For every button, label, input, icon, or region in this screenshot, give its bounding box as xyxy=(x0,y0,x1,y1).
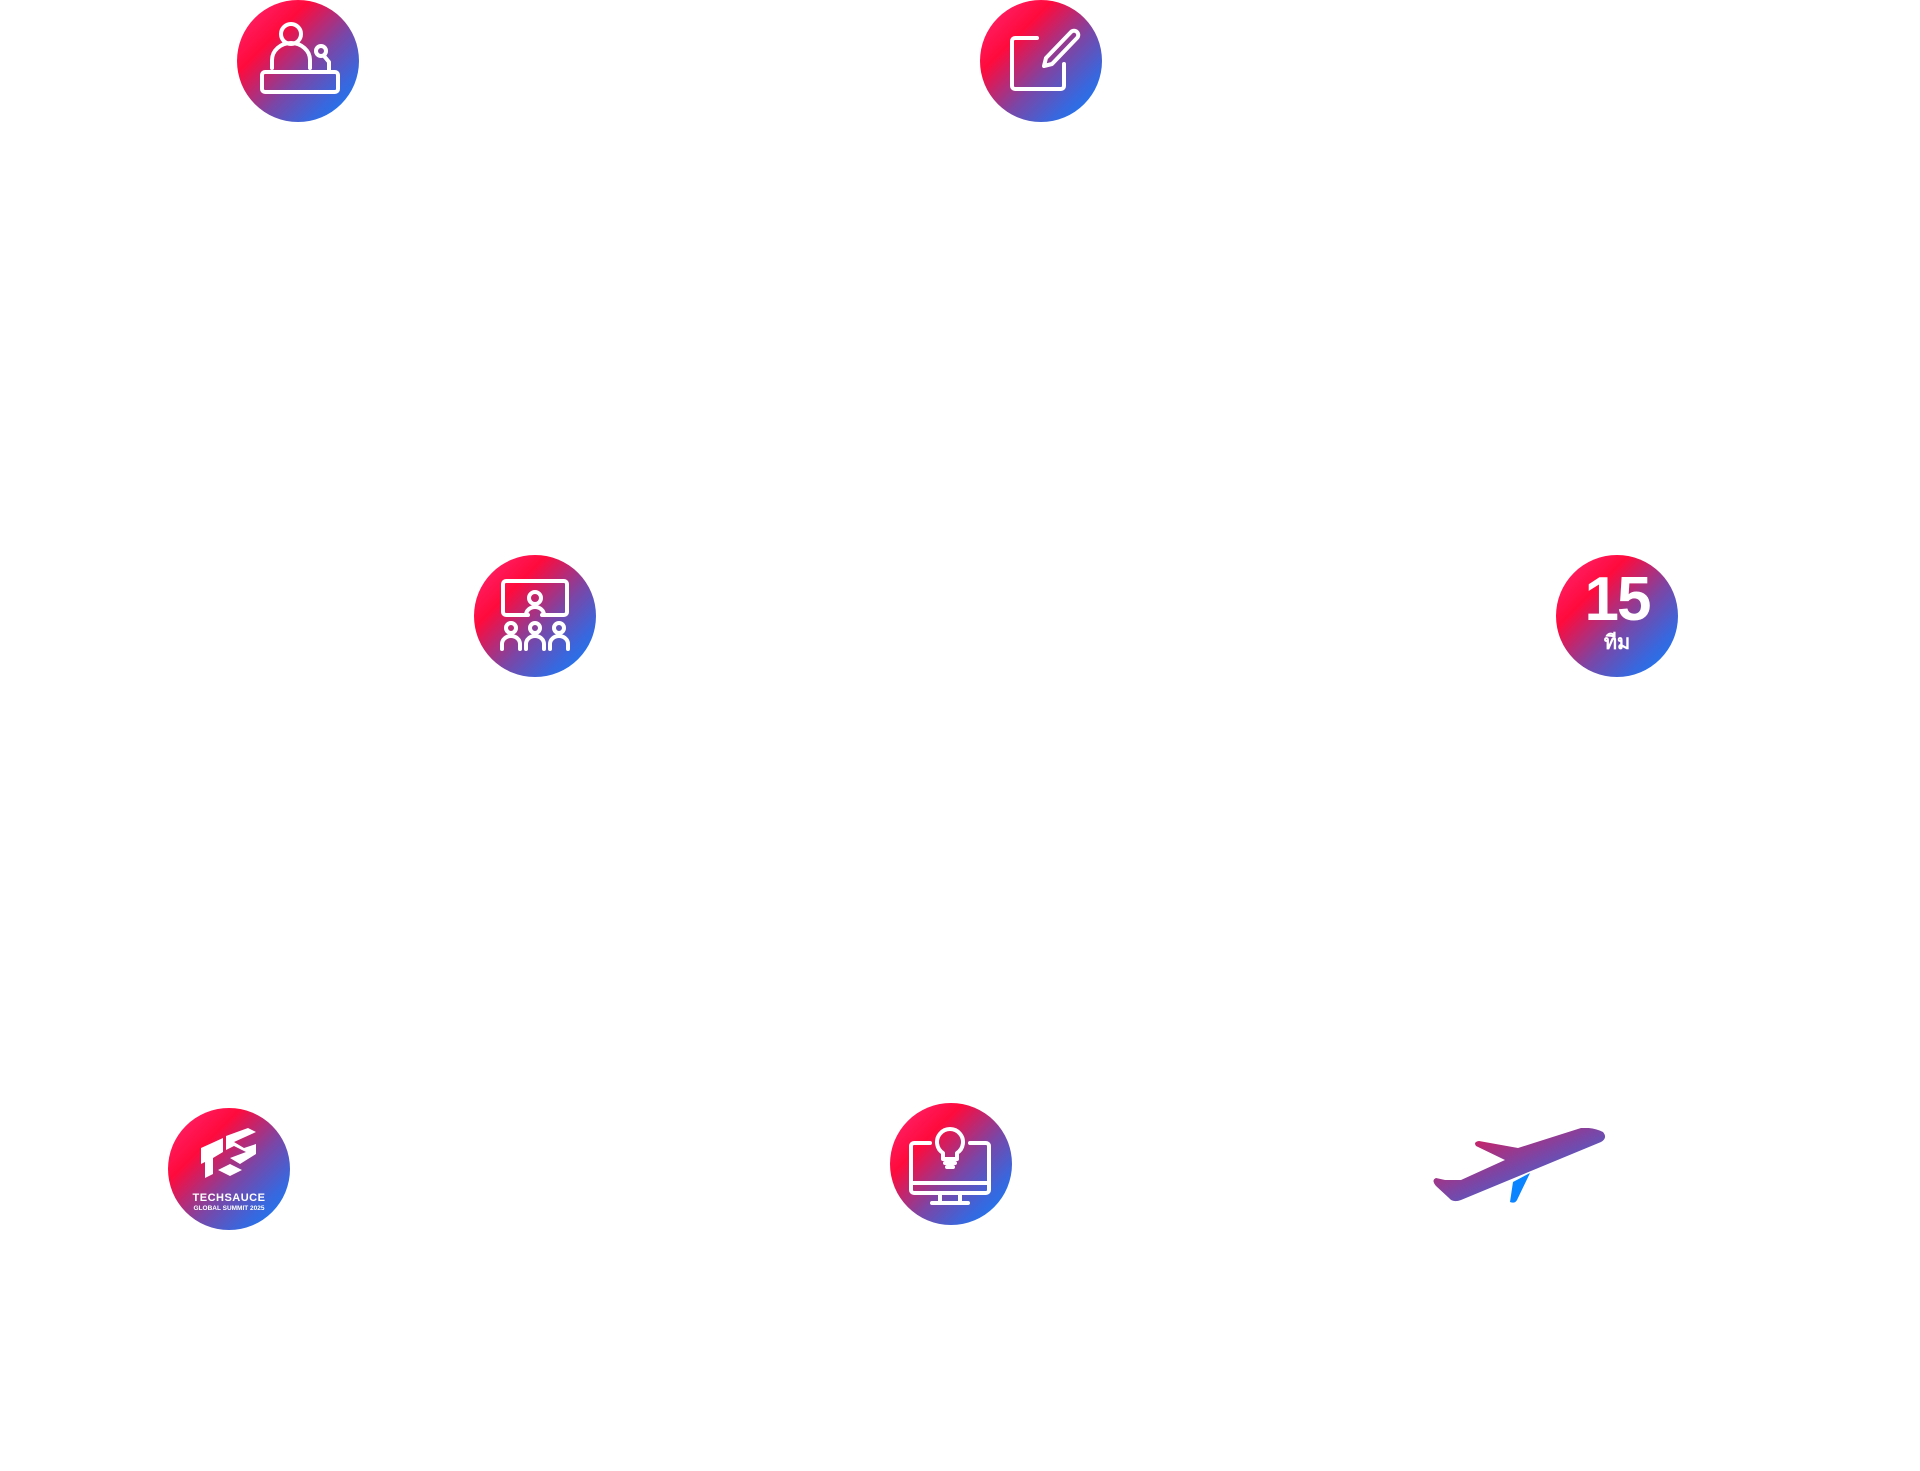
techsauce-brand-text: TECHSAUCE xyxy=(192,1192,266,1204)
teams-count: 15 xyxy=(1584,565,1652,634)
airplane-takeoff-icon xyxy=(1433,1127,1608,1218)
techsauce-event-text: GLOBAL SUMMIT 2025 xyxy=(193,1205,265,1212)
speaker-podium-icon xyxy=(237,0,359,122)
teams-count-badge: 15 ทีม xyxy=(1556,555,1678,677)
techsauce-logo: TECHSAUCE GLOBAL SUMMIT 2025 xyxy=(168,1108,290,1230)
techsauce-mark-icon xyxy=(201,1128,256,1178)
edit-note-icon xyxy=(980,0,1102,122)
monitor-lightbulb-icon xyxy=(890,1103,1012,1225)
classroom-presentation-icon xyxy=(474,555,596,677)
teams-unit-label: ทีม xyxy=(1603,632,1631,654)
